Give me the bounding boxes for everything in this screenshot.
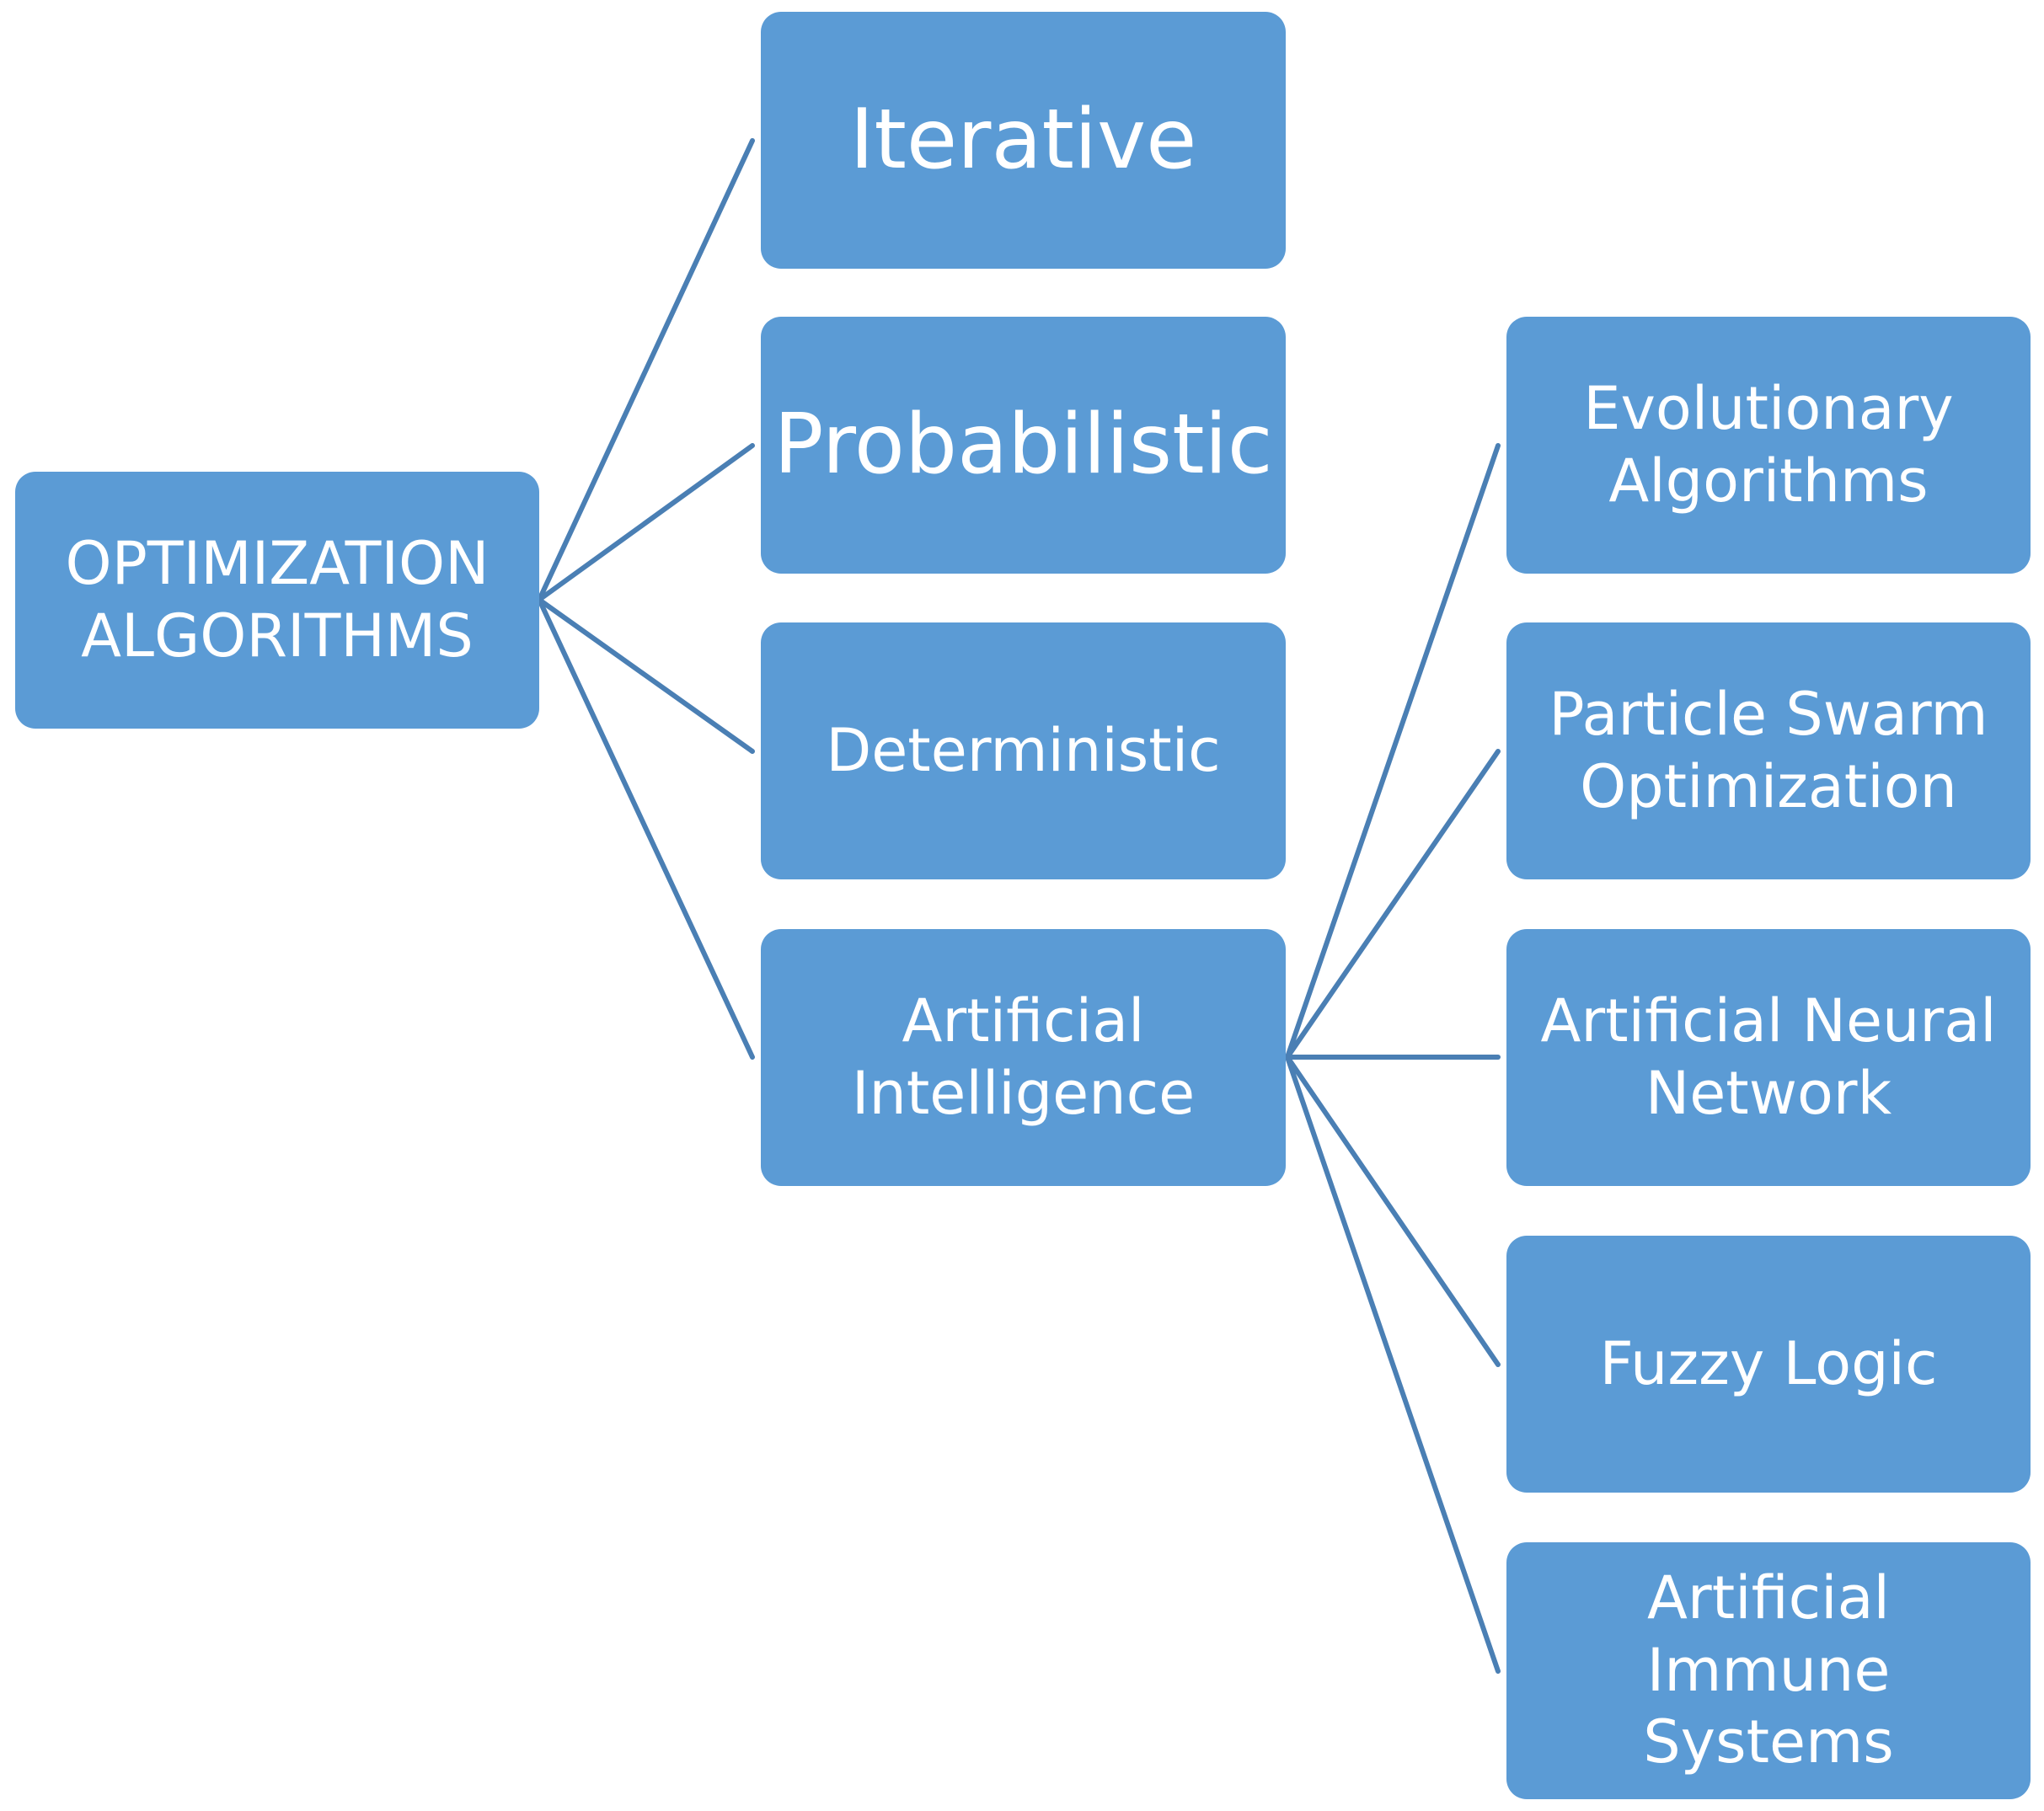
category-node-label: Artificial Intelligence [851, 986, 1196, 1128]
connector-root-to-ai [537, 597, 755, 1060]
connector-root-to-probabilistic [537, 443, 755, 602]
ai-method-node-artificial-immune-systems: Artificial Immune Systems [1506, 1542, 2031, 1799]
ai-method-node-label: Evolutionary Algorithms [1583, 374, 1954, 516]
connector-root-to-iterative [537, 138, 755, 602]
connector-root-to-deterministic [537, 597, 755, 754]
category-node-deterministic: Deterministic [761, 622, 1286, 879]
category-node-probabilistic: Probabilistic [761, 317, 1286, 574]
ai-method-node-artificial-neural-network: Artificial Neural Network [1506, 929, 2031, 1186]
ai-method-node-fuzzy-logic: Fuzzy Logic [1506, 1236, 2031, 1493]
ai-method-node-label: Fuzzy Logic [1599, 1328, 1938, 1398]
connector-ai-to-fuzzy [1285, 1055, 1501, 1367]
category-node-label: Deterministic [826, 715, 1221, 785]
root-node: OPTIMIZATION ALGORITHMS [15, 472, 539, 729]
ai-method-node-particle-swarm-optimization: Particle Swarm Optimization [1506, 622, 2031, 879]
root-node-label: OPTIMIZATION ALGORITHMS [65, 529, 490, 670]
ai-method-node-evolutionary-algorithms: Evolutionary Algorithms [1506, 317, 2031, 574]
connector-ai-to-pso [1285, 749, 1501, 1060]
connector-ai-to-immune [1285, 1055, 1501, 1674]
ai-method-node-label: Particle Swarm Optimization [1549, 680, 1988, 821]
ai-method-node-label: Artificial Neural Network [1540, 986, 1997, 1128]
category-node-label: Probabilistic [773, 396, 1273, 493]
category-node-label: Iterative [849, 91, 1197, 188]
category-node-artificial-intelligence: Artificial Intelligence [761, 929, 1286, 1186]
category-node-iterative: Iterative [761, 12, 1286, 269]
ai-method-node-label: Artificial Immune Systems [1643, 1563, 1894, 1777]
connector-ai-to-evolutionary [1285, 443, 1501, 1060]
